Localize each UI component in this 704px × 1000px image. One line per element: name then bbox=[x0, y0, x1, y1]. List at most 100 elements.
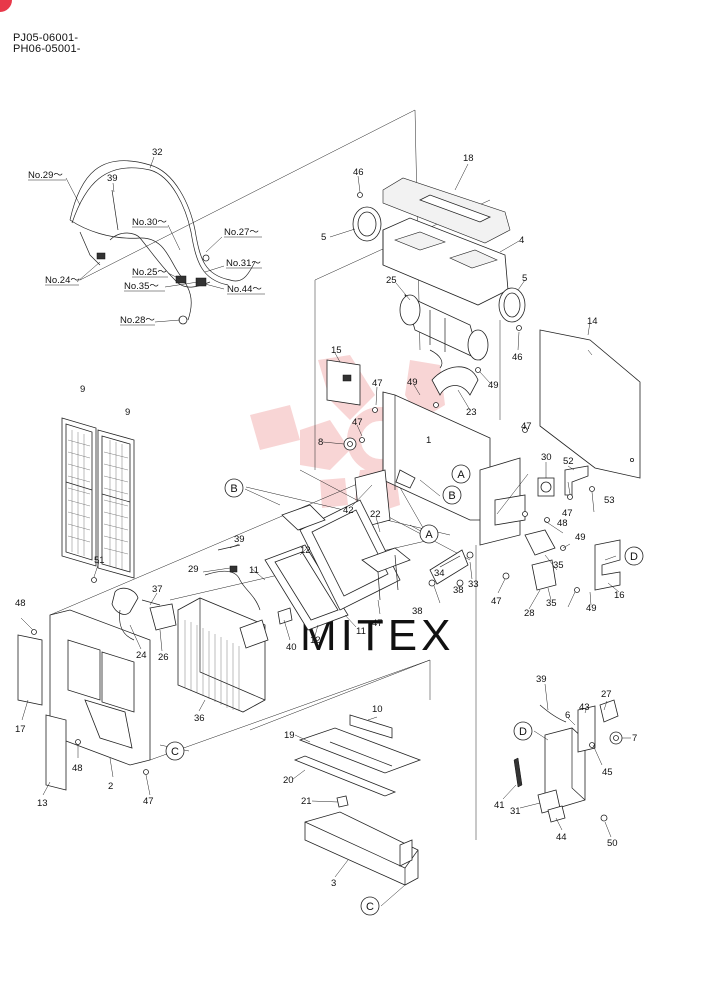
part-label-48a: 48 bbox=[15, 598, 26, 609]
part-label-46b: 46 bbox=[512, 352, 523, 363]
part-label-30: 30 bbox=[541, 452, 552, 463]
part-label-47c: 47 bbox=[521, 421, 532, 432]
part-label-23: 23 bbox=[466, 407, 477, 418]
callout-b-left: B bbox=[230, 483, 237, 495]
part-label-50: 51 bbox=[94, 555, 105, 566]
part-label-12a: 12 bbox=[300, 545, 311, 556]
filter-right bbox=[97, 429, 135, 579]
part-label-38b: 38 bbox=[453, 585, 464, 596]
part-label-1: 1 bbox=[426, 435, 431, 446]
part-label-47e: 47 bbox=[372, 618, 383, 629]
blower-assembly bbox=[352, 177, 526, 396]
part-label-17: 17 bbox=[15, 724, 26, 735]
wire-ref-29: No.29〜 bbox=[28, 170, 63, 181]
part-label-49c: 49 bbox=[575, 532, 586, 543]
part-label-41: 41 bbox=[494, 800, 505, 811]
heater-core bbox=[111, 544, 293, 713]
part-label-47b: 47 bbox=[352, 417, 363, 428]
part-label-35b: 35 bbox=[546, 598, 557, 609]
part-label-48c: 48 bbox=[72, 763, 83, 774]
part-label-4: 4 bbox=[519, 235, 524, 246]
part-label-39c: 39 bbox=[536, 674, 547, 685]
part-label-32: 32 bbox=[152, 147, 163, 158]
part-label-47a: 47 bbox=[372, 378, 383, 389]
cover-panel-14 bbox=[539, 329, 641, 479]
part-label-47f: 47 bbox=[491, 596, 502, 607]
front-panel bbox=[17, 577, 151, 791]
part-label-10: 10 bbox=[372, 704, 383, 715]
part-label-29: 29 bbox=[188, 564, 199, 575]
callout-d-detail: D bbox=[519, 726, 527, 738]
callout-a-upper: A bbox=[457, 469, 465, 481]
wire-harness bbox=[69, 160, 256, 325]
part-label-21: 21 bbox=[301, 796, 312, 807]
wire-ref-35: No.35〜 bbox=[124, 281, 159, 292]
part-label-48b: 48 bbox=[557, 518, 568, 529]
part-label-11b: 11 bbox=[356, 626, 366, 637]
part-label-40: 40 bbox=[286, 642, 297, 653]
wire-ref-24: No.24〜 bbox=[45, 275, 80, 286]
part-label-49d: 49 bbox=[586, 603, 597, 614]
part-number-labels: 1 2 3 4 5 5 6 7 8 9 9 10 11 11 12 12 13 … bbox=[15, 147, 637, 889]
bracket-16 bbox=[594, 539, 621, 591]
part-label-49e: 50 bbox=[607, 838, 618, 849]
wire-ref-27: No.27〜 bbox=[224, 227, 259, 238]
part-label-49b: 49 bbox=[488, 380, 499, 391]
part-label-7: 7 bbox=[632, 733, 637, 744]
part-label-37: 37 bbox=[152, 584, 163, 595]
part-label-14: 14 bbox=[587, 316, 598, 327]
part-label-35a: 35 bbox=[553, 560, 564, 571]
part-label-52: 53 bbox=[604, 495, 615, 506]
detail-d-assembly bbox=[513, 699, 623, 823]
callout-d-right: D bbox=[630, 551, 638, 563]
part-label-9b: 9 bbox=[125, 407, 130, 418]
part-label-34: 34 bbox=[434, 568, 445, 579]
part-label-13: 13 bbox=[37, 798, 48, 809]
wire-ref-30: No.30〜 bbox=[132, 217, 167, 228]
part-label-43: 43 bbox=[579, 702, 590, 713]
callout-circles bbox=[165, 464, 644, 916]
callout-b-right: B bbox=[448, 490, 455, 502]
control-bracket bbox=[428, 427, 595, 593]
model-range-line-1: PJ05-06001- bbox=[13, 32, 79, 44]
wire-reference-labels: No.29〜 No.30〜 No.27〜 No.24〜 No.25〜 No.31… bbox=[28, 170, 265, 326]
part-label-24: 24 bbox=[136, 650, 147, 661]
filter-left bbox=[61, 417, 97, 567]
part-label-31: 31 bbox=[510, 806, 521, 817]
part-label-44: 44 bbox=[556, 832, 567, 843]
part-label-2: 2 bbox=[108, 781, 113, 792]
part-label-36: 36 bbox=[194, 713, 205, 724]
callout-c-bottom: C bbox=[366, 901, 374, 913]
part-label-20: 20 bbox=[283, 775, 294, 786]
part-label-9a: 9 bbox=[80, 384, 85, 395]
part-label-19: 19 bbox=[284, 730, 295, 741]
part-label-11a: 11 bbox=[249, 565, 259, 576]
callout-c-left: C bbox=[171, 746, 179, 758]
part-label-8: 8 bbox=[318, 437, 323, 448]
part-label-6: 6 bbox=[565, 710, 570, 721]
callout-a-lower: A bbox=[425, 529, 433, 541]
duct-frames bbox=[264, 499, 411, 631]
part-label-22: 22 bbox=[370, 509, 381, 520]
wire-ref-28: No.28〜 bbox=[120, 315, 155, 326]
part-label-26: 26 bbox=[158, 652, 169, 663]
part-label-12b: 12 bbox=[310, 635, 321, 646]
wire-ref-25: No.25〜 bbox=[132, 267, 167, 278]
leader-lines bbox=[20, 156, 631, 907]
model-range-line-2: PH06-05001- bbox=[13, 43, 81, 55]
part-label-39b: 39 bbox=[234, 534, 245, 545]
part-label-5a: 5 bbox=[321, 232, 326, 243]
part-label-25: 25 bbox=[386, 275, 397, 286]
part-label-15: 15 bbox=[331, 345, 342, 356]
part-label-51: 52 bbox=[563, 456, 574, 467]
part-label-42: 42 bbox=[343, 505, 354, 516]
part-label-49a: 49 bbox=[407, 377, 418, 388]
part-label-47g: 47 bbox=[143, 796, 154, 807]
part-label-18: 18 bbox=[463, 153, 474, 164]
part-label-28: 28 bbox=[524, 608, 535, 619]
part-label-16: 16 bbox=[614, 590, 625, 601]
part-label-47d: 47 bbox=[562, 508, 573, 519]
part-label-46a: 46 bbox=[353, 167, 364, 178]
